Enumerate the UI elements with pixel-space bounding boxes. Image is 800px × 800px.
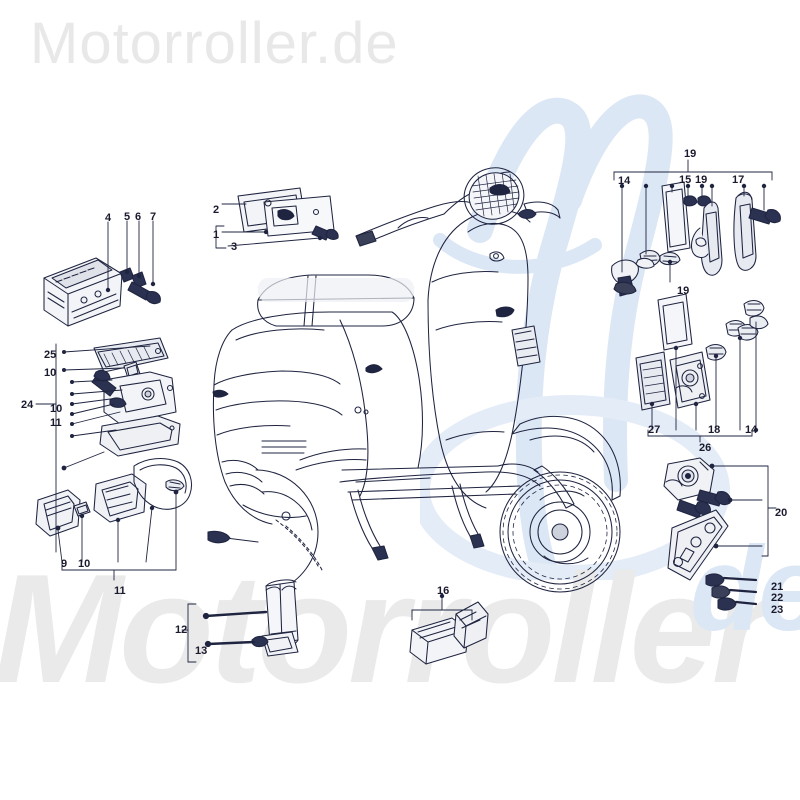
callout-number-20: 20 — [775, 507, 788, 519]
callout-number-19: 19 — [684, 148, 697, 160]
callout-number-25: 25 — [44, 349, 57, 361]
callout-number-6: 6 — [135, 211, 142, 223]
callout-number-14: 14 — [618, 175, 631, 187]
callout-number-18: 18 — [708, 424, 721, 436]
callout-number-16: 16 — [437, 585, 450, 597]
callout-number-14: 14 — [745, 424, 758, 436]
callout-number-10: 10 — [50, 403, 63, 415]
callout-number-4: 4 — [105, 212, 112, 224]
callout-number-2: 2 — [213, 204, 220, 216]
callout-number-12: 12 — [175, 624, 188, 636]
callout-number-24: 24 — [21, 399, 34, 411]
callout-number-15: 15 — [679, 174, 692, 186]
callout-number-22: 22 — [771, 592, 784, 604]
callout-number-21: 21 — [771, 581, 784, 593]
callout-number-23: 23 — [771, 604, 784, 616]
callout-number-11: 11 — [114, 585, 126, 597]
callout-number-9: 9 — [61, 558, 68, 570]
callout-number-17: 17 — [732, 174, 745, 186]
callout-number-19: 19 — [677, 285, 690, 297]
callout-number-19: 19 — [695, 174, 708, 186]
callout-number-13: 13 — [195, 645, 208, 657]
callout-number-27: 27 — [648, 424, 661, 436]
callout-number-3: 3 — [231, 241, 238, 253]
callout-number-10: 10 — [78, 558, 91, 570]
callout-number-7: 7 — [150, 211, 157, 223]
callout-number-10: 10 — [44, 367, 57, 379]
callout-number-11: 11 — [50, 417, 62, 429]
callout-number-1: 1 — [213, 229, 220, 241]
callout-number-5: 5 — [124, 211, 131, 223]
callout-number-26: 26 — [699, 442, 712, 454]
